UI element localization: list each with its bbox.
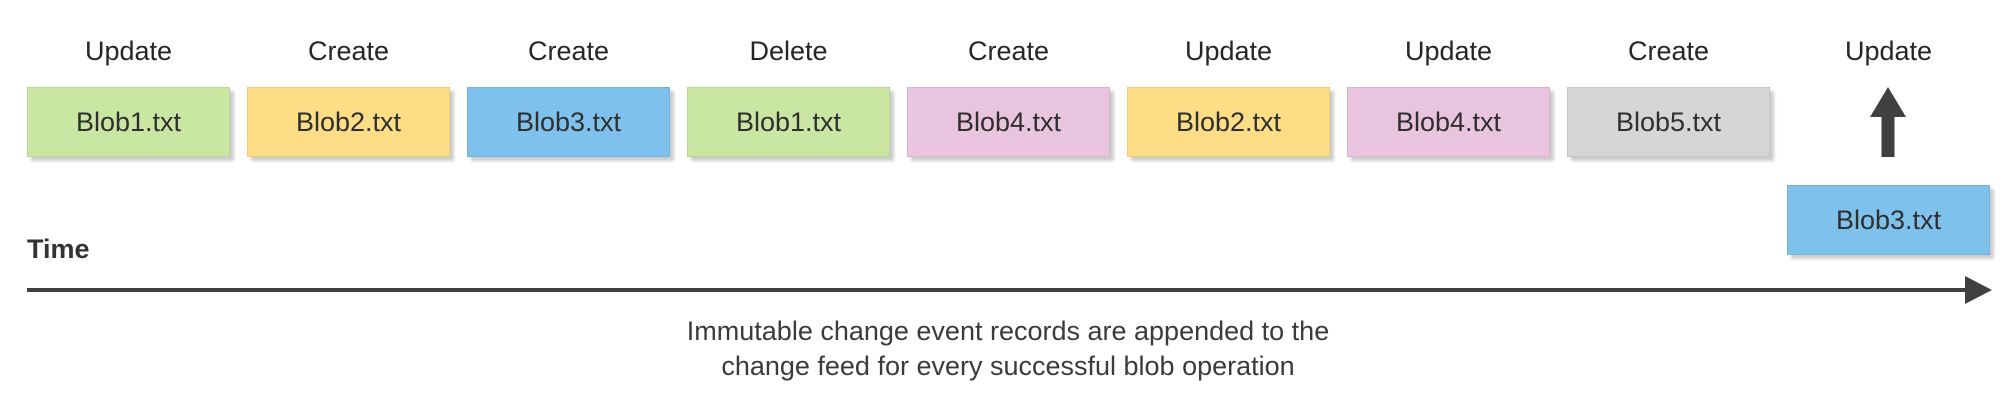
operation-label: Update [84, 36, 173, 66]
blob-box: Blob2.txt [247, 87, 450, 157]
caption-line-1: Immutable change event records are appen… [686, 316, 1330, 346]
operation-label: Delete [749, 36, 828, 66]
event-column-2: Create Blob2.txt [247, 0, 450, 260]
event-column-9: Update Blob3.txt [1787, 0, 1990, 260]
blob-box: Blob1.txt [27, 87, 230, 157]
blob-box: Blob2.txt [1127, 87, 1330, 157]
event-column-3: Create Blob3.txt [467, 0, 670, 260]
event-column-7: Update Blob4.txt [1347, 0, 1550, 260]
event-column-4: Delete Blob1.txt [687, 0, 890, 260]
event-column-1: Update Blob1.txt [27, 0, 230, 260]
event-column-6: Update Blob2.txt [1127, 0, 1330, 260]
operation-label: Update [1184, 36, 1273, 66]
blob-box: Blob3.txt [467, 87, 670, 157]
operation-label: Create [527, 36, 610, 66]
diagram-caption: Immutable change event records are appen… [0, 314, 2016, 384]
blob-box: Blob5.txt [1567, 87, 1770, 157]
time-axis-line [27, 288, 1967, 292]
time-axis-label: Time [27, 234, 90, 264]
blob-box: Blob1.txt [687, 87, 890, 157]
operation-label: Create [967, 36, 1050, 66]
time-axis-arrowhead-icon [1965, 276, 1992, 304]
arrow-up-icon [1870, 87, 1906, 157]
operation-label: Create [1627, 36, 1710, 66]
event-column-5: Create Blob4.txt [907, 0, 1110, 260]
blob-box: Blob4.txt [907, 87, 1110, 157]
operation-label: Update [1844, 36, 1933, 66]
operation-label: Update [1404, 36, 1493, 66]
event-column-8: Create Blob5.txt [1567, 0, 1770, 260]
caption-line-2: change feed for every successful blob op… [721, 351, 1295, 381]
blob-box-appending: Blob3.txt [1787, 185, 1990, 255]
operation-label: Create [307, 36, 390, 66]
blob-box: Blob4.txt [1347, 87, 1550, 157]
